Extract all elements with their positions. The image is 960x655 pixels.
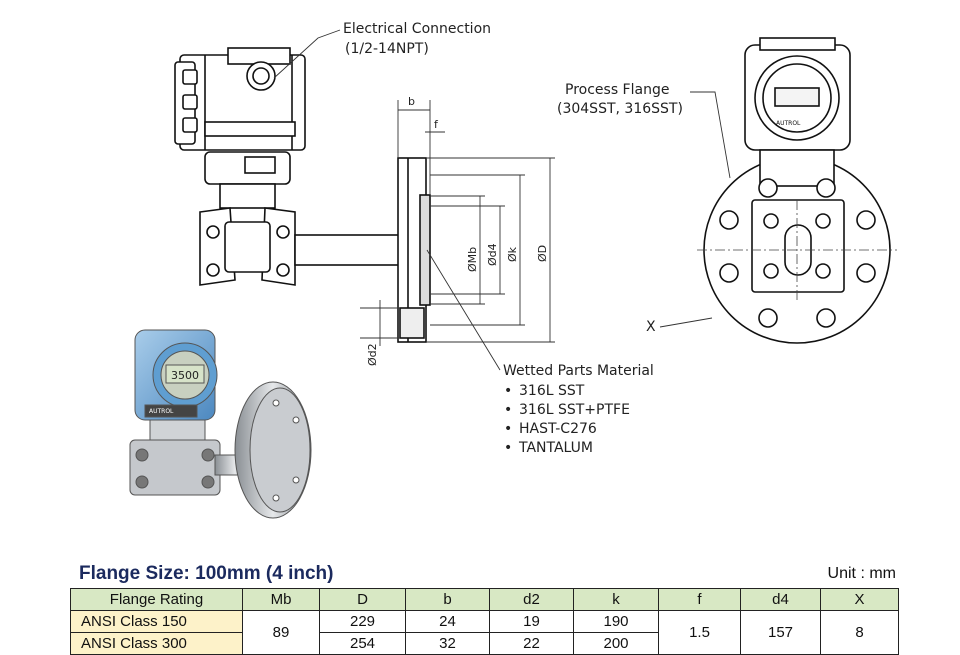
col-header: Mb [242, 588, 320, 611]
d-cell: 229 [319, 610, 406, 633]
electrical-connection-spec: (1/2-14NPT) [345, 41, 429, 57]
wetted-item: TANTALUM [518, 440, 593, 456]
d4-cell: 157 [740, 610, 821, 655]
rating-cell: ANSI Class 300 [70, 632, 243, 655]
technical-drawing [129, 29, 897, 519]
wetted-item-bullet: • [504, 440, 512, 456]
leader-lines [273, 29, 731, 371]
dim-mb-label: ØMb [466, 247, 479, 272]
mb-cell: 89 [242, 610, 320, 655]
d2-cell: 19 [489, 610, 574, 633]
wetted-item: 316L SST+PTFE [519, 402, 630, 418]
electrical-connection-label: Electrical Connection [343, 21, 491, 37]
flange-size-title: Flange Size: 100mm (4 inch) [79, 563, 334, 584]
table-row: ANSI Class 300 254 32 22 200 [70, 632, 899, 655]
col-header: X [820, 588, 899, 611]
x-cell: 8 [820, 610, 899, 655]
wetted-parts-title: Wetted Parts Material [503, 363, 654, 379]
rating-cell: ANSI Class 150 [70, 610, 243, 633]
drawing-labels: Electrical Connection (1/2-14NPT) Proces… [149, 21, 801, 456]
wetted-item: 316L SST [519, 383, 585, 399]
d2-cell: 22 [489, 632, 574, 655]
dim-d2-label: Ød2 [366, 343, 379, 366]
photo-display-value: 3500 [171, 369, 199, 382]
dim-d-label: ØD [536, 245, 549, 262]
col-header: d4 [740, 588, 821, 611]
table-row: ANSI Class 150 89 229 24 19 190 1.5 157 … [70, 610, 899, 655]
process-flange-label: Process Flange [565, 82, 669, 98]
b-cell: 32 [405, 632, 490, 655]
b-cell: 24 [405, 610, 490, 633]
product-photo [129, 329, 312, 519]
unit-label: Unit : mm [827, 565, 896, 582]
wetted-item-bullet: • [504, 421, 512, 437]
table-header-row: Flange Rating Mb D b d2 k f d4 X [70, 588, 899, 611]
front-view-centerlines [697, 200, 897, 300]
col-header: k [573, 588, 659, 611]
f-cell: 1.5 [658, 610, 741, 655]
col-header: Flange Rating [70, 588, 243, 611]
col-header: d2 [489, 588, 574, 611]
k-cell: 200 [573, 632, 659, 655]
d-cell: 254 [319, 632, 406, 655]
wetted-item-bullet: • [504, 402, 512, 418]
dimension-lines [360, 100, 555, 346]
wetted-item: HAST-C276 [519, 421, 597, 437]
side-view-transmitter [174, 47, 431, 343]
x-label: X [646, 319, 656, 335]
dim-f-label: f [434, 118, 439, 131]
k-cell: 190 [573, 610, 659, 633]
brand-label-photo: AUTROL [149, 408, 174, 415]
col-header: b [405, 588, 490, 611]
dim-k-label: Øk [506, 246, 519, 262]
col-header: f [658, 588, 741, 611]
flange-spec-table: Flange Rating Mb D b d2 k f d4 X ANSI Cl… [70, 588, 899, 655]
col-header: D [319, 588, 406, 611]
dim-d4-label: Ød4 [486, 243, 499, 266]
process-flange-material: (304SST, 316SST) [557, 101, 683, 117]
wetted-item-bullet: • [504, 383, 512, 399]
dim-b-label: b [408, 95, 415, 108]
brand-label-front: AUTROL [776, 120, 801, 127]
